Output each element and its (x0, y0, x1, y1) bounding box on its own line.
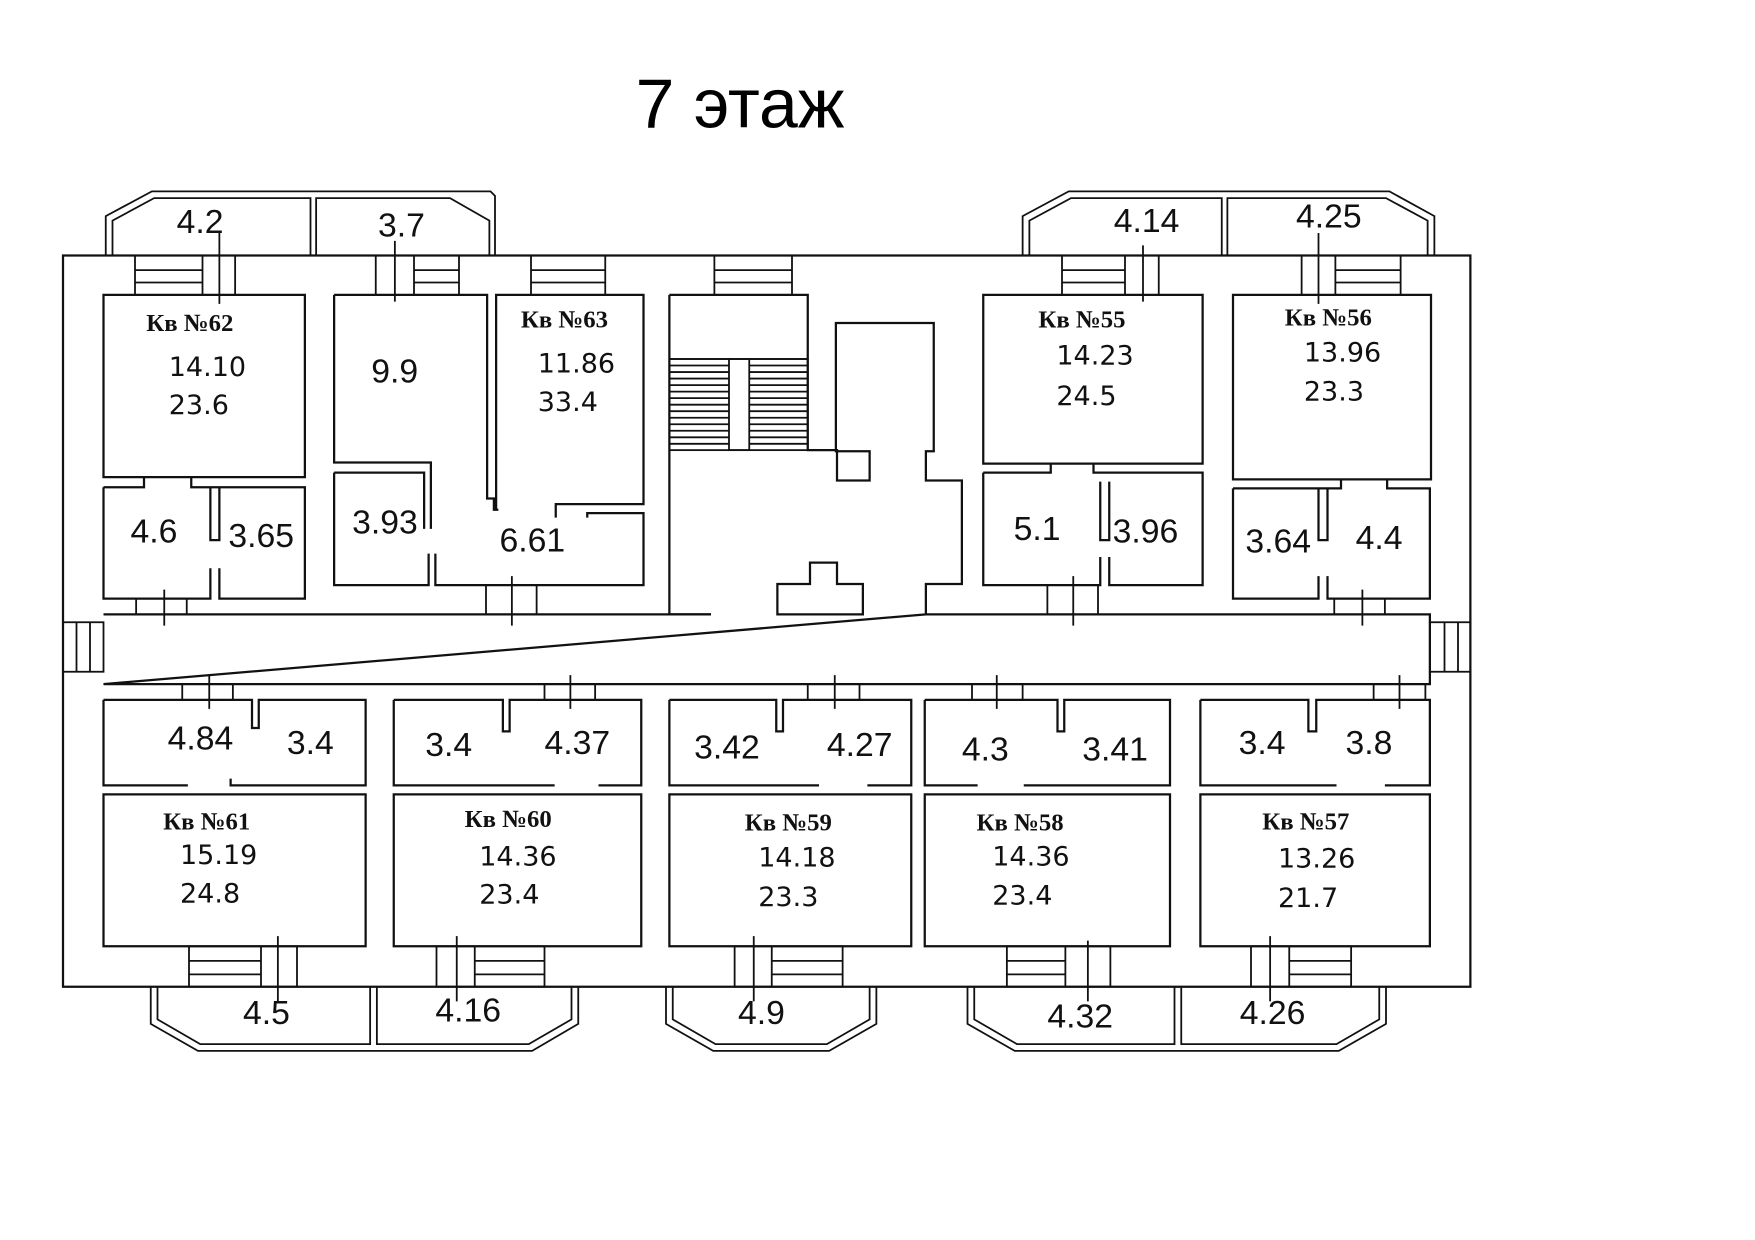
balcony-area: 4.16 (435, 992, 501, 1030)
room-area: 3.93 (352, 503, 418, 541)
apartment-label: Кв №59 (745, 809, 832, 836)
room-area: 4.3 (962, 731, 1009, 769)
living-area: 11.86 (538, 349, 615, 380)
apartment-label: Кв №62 (146, 310, 233, 337)
total-area: 33.4 (538, 387, 598, 418)
balcony-58-57 (966, 986, 1387, 1052)
room-area: 3.4 (287, 724, 334, 762)
apartment-55[interactable]: Кв №55 14.23 24.5 5.1 3.96 4.14 (982, 202, 1204, 626)
apartment-58[interactable]: Кв №58 14.36 23.4 4.3 3.41 4.32 (923, 675, 1172, 1035)
balcony-62-63 (104, 190, 496, 256)
room-area: 3.65 (228, 517, 294, 555)
apartment-label: Кв №61 (163, 808, 250, 835)
room-area: 3.4 (425, 726, 472, 764)
total-area: 23.3 (1304, 377, 1364, 408)
apartment-57[interactable]: Кв №57 13.26 21.7 3.4 3.8 4.26 (1199, 675, 1431, 1032)
total-area: 23.3 (758, 882, 818, 913)
room-area: 3.8 (1346, 724, 1393, 762)
apartment-63[interactable]: Кв №63 11.86 33.4 9.9 3.93 6.61 3.7 (333, 206, 645, 626)
room-area: 6.61 (500, 521, 566, 559)
living-area: 15.19 (180, 840, 257, 871)
total-area: 23.4 (992, 881, 1052, 912)
apartment-60[interactable]: Кв №60 14.36 23.4 3.4 4.37 4.16 (392, 675, 643, 1030)
stairwell (668, 293, 963, 616)
total-area: 24.5 (1056, 381, 1116, 412)
room-area: 3.41 (1082, 731, 1148, 769)
apartment-62[interactable]: Кв №62 14.10 23.6 4.6 3.65 4.2 (102, 203, 306, 626)
apartment-label: Кв №56 (1285, 304, 1372, 331)
living-area: 14.10 (169, 352, 246, 383)
room-area: 5.1 (1014, 510, 1061, 548)
apartment-label: Кв №63 (521, 307, 608, 334)
balcony-61-60 (149, 986, 580, 1052)
living-area: 13.26 (1278, 844, 1355, 875)
balcony-area: 4.2 (177, 203, 224, 241)
corridor (62, 613, 1472, 686)
balcony-area: 4.14 (1114, 202, 1180, 240)
room-area: 4.6 (131, 512, 178, 550)
balcony-area: 4.25 (1296, 197, 1362, 235)
room-area: 4.27 (827, 726, 893, 764)
apartment-61[interactable]: Кв №61 15.19 24.8 4.84 3.4 4.5 (102, 675, 367, 1032)
room-area: 3.64 (1245, 523, 1311, 561)
apartment-label: Кв №57 (1262, 808, 1349, 835)
balcony-59 (665, 986, 878, 1052)
total-area: 24.8 (180, 878, 240, 909)
room-area: 3.4 (1239, 724, 1286, 762)
living-area: 14.18 (758, 842, 835, 873)
apartment-56[interactable]: Кв №56 13.96 23.3 3.64 4.4 4.25 (1231, 197, 1433, 626)
room-area: 4.4 (1356, 519, 1403, 557)
room-area: 4.37 (545, 724, 611, 762)
apartment-label: Кв №58 (977, 809, 1064, 836)
balcony-area: 4.9 (738, 994, 785, 1032)
apartment-59[interactable]: Кв №59 14.18 23.3 3.42 4.27 4.9 (668, 675, 913, 1032)
balcony-area: 3.7 (378, 206, 425, 244)
room-area: 9.9 (371, 353, 418, 391)
windows-top (134, 254, 1402, 296)
balcony-55-56 (1021, 190, 1436, 256)
total-area: 23.6 (169, 390, 229, 421)
floor-title: 7 этаж (636, 64, 845, 142)
living-area: 14.36 (992, 841, 1069, 872)
room-area: 4.84 (168, 719, 234, 757)
living-area: 14.36 (479, 841, 556, 872)
room-area: 3.96 (1113, 512, 1179, 550)
balcony-area: 4.5 (243, 994, 290, 1032)
total-area: 23.4 (479, 880, 539, 911)
apartment-label: Кв №60 (465, 806, 552, 833)
room-area: 3.42 (694, 728, 760, 766)
balcony-area: 4.26 (1240, 994, 1306, 1032)
apartment-label: Кв №55 (1038, 307, 1125, 334)
total-area: 21.7 (1278, 883, 1338, 914)
windows-bottom (188, 945, 1353, 988)
living-area: 14.23 (1056, 341, 1133, 372)
balcony-area: 4.32 (1047, 997, 1113, 1035)
living-area: 13.96 (1304, 337, 1381, 368)
